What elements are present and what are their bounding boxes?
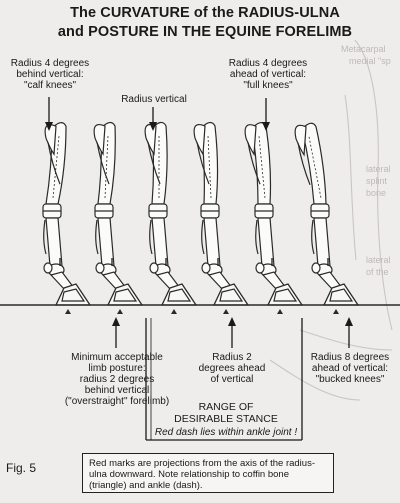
top-arrows [45, 97, 270, 131]
background-fragment: splint [366, 176, 388, 186]
splint-bone [255, 219, 259, 255]
radius-ulna-bone [45, 122, 67, 205]
triangle-marker-icon [65, 309, 71, 314]
coffin-bone [219, 288, 244, 302]
hoof-wall [212, 283, 250, 306]
hoof-wall [54, 283, 92, 306]
label-bucked-knees: Radius 8 degrees ahead of vertical: "buc… [310, 352, 390, 385]
hoof-wall [266, 283, 304, 306]
label-full-knees: Radius 4 degrees ahead of vertical: "ful… [228, 58, 308, 91]
olecranon [44, 124, 57, 157]
triangle-marker-icon [223, 309, 229, 314]
range-note: Red dash lies within ankle joint ! [154, 427, 298, 438]
ulna-line [297, 142, 311, 186]
arrow-head-icon [112, 317, 120, 326]
coffin-bone [273, 288, 298, 302]
label-radius-vertical: Radius vertical [121, 94, 187, 105]
coffin-bone [113, 288, 138, 302]
hoof-wall [106, 283, 144, 306]
limb-vertical [144, 121, 198, 306]
splint-bone [43, 219, 47, 255]
background-fragment: lateral [366, 164, 391, 174]
splint-bone [311, 219, 315, 255]
radius-ulna-bone [251, 122, 272, 205]
limb-overstraight [93, 121, 144, 306]
figure-number: Fig. 5 [6, 461, 37, 475]
background-sketch: Metacarpal medial "sp lateral splint bon… [269, 39, 393, 401]
coffin-bone [61, 288, 86, 302]
arrow-head-icon [45, 122, 53, 131]
page-subtitle: and POSTURE IN THE EQUINE FORELIMB [57, 24, 353, 40]
ulna-line [96, 141, 110, 185]
splint-bone [95, 219, 99, 255]
background-fragment: lateral [366, 255, 391, 265]
limb-full-knees [244, 122, 304, 306]
radius-ulna-bone [200, 121, 219, 205]
triangle-marker-icon [171, 309, 177, 314]
coffin-bone [329, 288, 354, 302]
range-bracket [145, 318, 303, 441]
hoof-wall [322, 283, 360, 306]
arrow-head-icon [345, 317, 353, 326]
label-radius-2-ahead: Radius 2 degrees ahead of vertical [198, 352, 266, 385]
ulna-line [196, 141, 210, 185]
background-fragment: bone [366, 188, 386, 198]
background-fragment: Metacarpal [341, 44, 386, 54]
background-fragment: medial "sp [349, 56, 391, 66]
ulna-line [47, 142, 61, 185]
figure-caption: Red marks are projections from the axis … [82, 453, 334, 493]
range-title: RANGE OF DESIRABLE STANCE [174, 401, 278, 425]
sesamoid-bone [201, 262, 211, 274]
limb-bucked-knees [294, 122, 360, 306]
olecranon [93, 123, 106, 156]
sesamoid-bone [311, 262, 321, 274]
triangle-marker-icon [277, 309, 283, 314]
limb-ahead-2 [193, 121, 250, 306]
radius-ulna-bone [301, 122, 327, 205]
limb-skeletons [42, 121, 360, 306]
triangle-marker-icon [117, 309, 123, 314]
ulna-line [247, 142, 261, 185]
sesamoid-bone [149, 262, 159, 274]
limb-calf-knees [42, 122, 92, 306]
coffin-bone [167, 288, 192, 302]
coffin-bone-markers [65, 309, 339, 314]
bottom-arrows [112, 317, 353, 348]
olecranon [193, 123, 206, 156]
olecranon [144, 123, 157, 156]
sesamoid-bone [255, 262, 265, 274]
arrow-head-icon [149, 122, 157, 131]
olecranon [244, 124, 257, 157]
label-overstraight: Minimum acceptable limb posture: radius … [64, 352, 170, 407]
sesamoid-bone [95, 262, 105, 274]
background-fragment: of the [366, 267, 389, 277]
splint-bone [149, 219, 153, 255]
page-title: The CURVATURE of the RADIUS-ULNA [70, 5, 340, 21]
sesamoid-bone [43, 262, 53, 274]
olecranon [294, 124, 307, 157]
label-calf-knees: Radius 4 degrees behind vertical: "calf … [10, 58, 90, 91]
hoof-wall [160, 283, 198, 306]
arrow-head-icon [228, 317, 236, 326]
splint-bone [201, 219, 205, 255]
arrow-head-icon [262, 122, 270, 131]
triangle-marker-icon [333, 309, 339, 314]
